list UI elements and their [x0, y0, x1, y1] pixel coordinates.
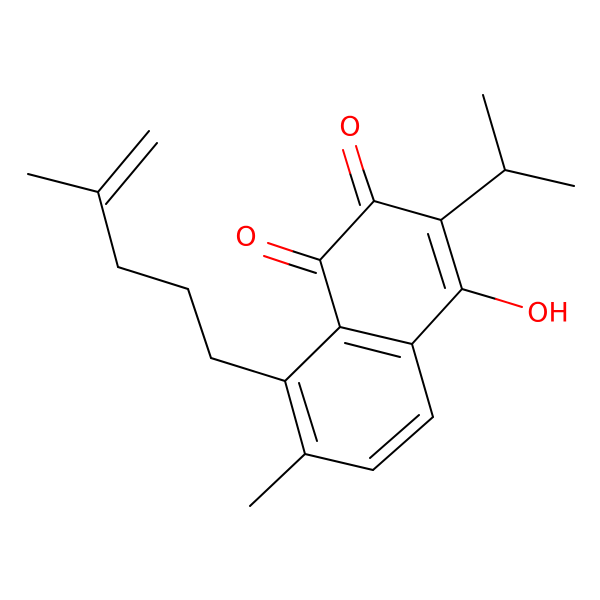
bond-c7-c8-inner: [298, 382, 318, 442]
bond-isopropyl-me1: [482, 94, 506, 171]
bond-chain-vinyl: [97, 130, 150, 193]
bond-c1-o-b-red: [263, 255, 289, 265]
hydroxyl-label: OH: [527, 298, 569, 329]
bond-c8a-c1: [319, 259, 341, 328]
bond-c7-c8: [284, 380, 306, 455]
bond-c4a-c8a: [339, 326, 413, 345]
bond-c4a-c8a-inner: [344, 342, 401, 358]
bond-c8-c8a: [284, 326, 341, 382]
heteroatom-bonds: [263, 145, 523, 308]
bond-c1-o-a: [291, 250, 321, 261]
bond-chain-3: [117, 266, 189, 290]
oxygen-label-left: O: [235, 222, 256, 253]
carbon-bonds: [27, 94, 575, 507]
bond-c4-oh-red: [495, 298, 523, 308]
bond-c2-o-a: [362, 168, 375, 202]
bond-chain-1: [210, 357, 286, 382]
bond-c5-c6-inner: [369, 414, 420, 459]
bond-c5-c6: [372, 416, 434, 471]
bond-isopropyl-ring: [440, 169, 506, 221]
bond-c4-oh: [461, 288, 497, 300]
bond-chain-methyl: [27, 173, 99, 193]
bond-c2-o-b: [349, 172, 361, 206]
bond-c2-c1: [319, 200, 375, 261]
bond-c3-c4-inner: [427, 233, 446, 289]
bond-c2-o-a-red: [355, 145, 364, 170]
bond-c4a-c5: [411, 343, 434, 418]
bond-c1-o-a-red: [267, 242, 293, 252]
bond-chain-4: [97, 191, 119, 268]
atom-labels: O O OH: [235, 112, 568, 329]
bond-c2-o-b-red: [342, 149, 351, 174]
bond-isopropyl-me2: [504, 169, 575, 187]
bond-c1-o-b: [287, 263, 317, 274]
bond-c3-c4: [440, 219, 463, 290]
bond-c3-c2: [373, 200, 442, 221]
oxygen-label-upper: O: [339, 112, 360, 143]
bond-c4-c4a: [411, 288, 463, 345]
bond-chain-2: [187, 288, 212, 359]
bond-chain-vinyl-inner: [105, 142, 158, 205]
bond-ring-methyl: [249, 453, 306, 507]
bond-c6-c7: [304, 453, 374, 471]
